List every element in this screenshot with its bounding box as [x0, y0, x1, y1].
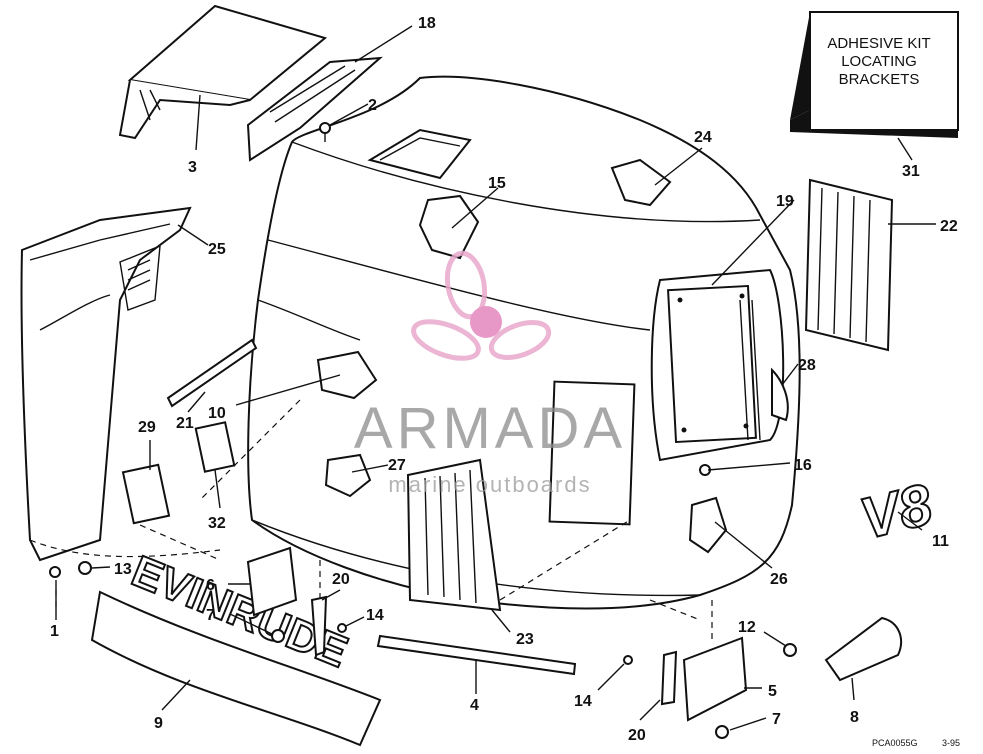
callout-20-right: 20 [628, 727, 646, 744]
part-25-left-side-panel [20, 206, 192, 562]
callout-3: 3 [188, 159, 197, 176]
watermark: ARMADA marine outboards [354, 250, 626, 497]
part-24-pad [610, 158, 672, 207]
callout-28: 28 [798, 357, 816, 374]
kit-box-line-3: BRACKETS [839, 71, 920, 88]
part-23-grille [406, 458, 502, 612]
callout-18: 18 [418, 15, 436, 32]
callout-25: 25 [208, 241, 226, 258]
callout-31: 31 [902, 163, 920, 180]
v8-badge: V8 [854, 471, 939, 551]
part-18-air-silencer [246, 56, 383, 162]
callout-21: 21 [176, 415, 194, 432]
kit-box-line-2: LOCATING [841, 53, 917, 70]
callout-9: 9 [154, 715, 163, 732]
callout-15: 15 [488, 175, 506, 192]
part-2-screw [319, 122, 331, 142]
callout-27: 27 [388, 457, 406, 474]
pink-propeller-logo [411, 250, 552, 361]
part-22-grille [804, 178, 894, 352]
part-14-screw-left [337, 623, 347, 633]
callout-20-left: 20 [332, 571, 350, 588]
callout-19: 19 [776, 193, 794, 210]
part-1-washer [49, 566, 61, 578]
callout-labels: 3 18 2 24 15 25 19 22 28 10 21 29 27 16 … [50, 15, 958, 744]
callout-29: 29 [138, 419, 156, 436]
watermark-brand: ARMADA [354, 396, 626, 461]
watermark-tagline: marine outboards [388, 472, 591, 497]
footer-date: 3-95 [942, 738, 960, 748]
callout-8: 8 [850, 709, 859, 726]
part-14-screw-right [623, 655, 633, 665]
callout-7-left: 7 [206, 607, 215, 624]
assembly-guide-lines [29, 399, 713, 640]
callout-24: 24 [694, 129, 712, 146]
part-28-seal [771, 367, 789, 422]
part-6-bracket [246, 546, 298, 617]
part-8-bumper [824, 616, 902, 682]
callout-1: 1 [50, 623, 59, 640]
adhesive-kit-box: ADHESIVE KIT LOCATING BRACKETS [790, 11, 959, 138]
callout-32: 32 [208, 515, 226, 532]
kit-box-line-1: ADHESIVE KIT [827, 35, 930, 52]
callout-7-right: 7 [772, 711, 781, 728]
callout-14-right: 14 [574, 693, 592, 710]
callout-22: 22 [940, 218, 958, 235]
part-20-link-right [660, 650, 678, 706]
part-20-link-left [310, 595, 328, 657]
part-3-hood-cap [118, 4, 328, 140]
callout-2: 2 [368, 97, 377, 114]
cowl-window-panel [548, 380, 636, 526]
part-15-grommet [418, 194, 480, 260]
part-5-plate [682, 636, 748, 722]
part-7-clip-right [715, 725, 729, 739]
part-4-seal-strip [376, 634, 577, 676]
part-10-grommet [316, 350, 378, 400]
callout-16: 16 [794, 457, 812, 474]
side-service-panel [650, 268, 785, 462]
callout-4: 4 [470, 697, 479, 714]
part-26-pad [688, 496, 728, 554]
callout-10: 10 [208, 405, 226, 422]
part-32-label [194, 421, 236, 473]
callout-13: 13 [114, 561, 132, 578]
part-7-clip-left [271, 629, 285, 643]
callout-12: 12 [738, 619, 756, 636]
callout-6: 6 [206, 577, 215, 594]
callout-23: 23 [516, 631, 534, 648]
callout-11: 11 [932, 533, 949, 550]
footer-code: PCA0055G [872, 738, 918, 748]
part-12-screw [783, 643, 797, 657]
part-29-label [121, 463, 171, 525]
part-13-screw [78, 561, 92, 575]
leader-lines [55, 25, 936, 731]
callout-14-left: 14 [366, 607, 384, 624]
part-21-strip [166, 338, 258, 408]
part-27-pad [324, 453, 372, 498]
callout-5: 5 [768, 683, 777, 700]
callout-26: 26 [770, 571, 788, 588]
